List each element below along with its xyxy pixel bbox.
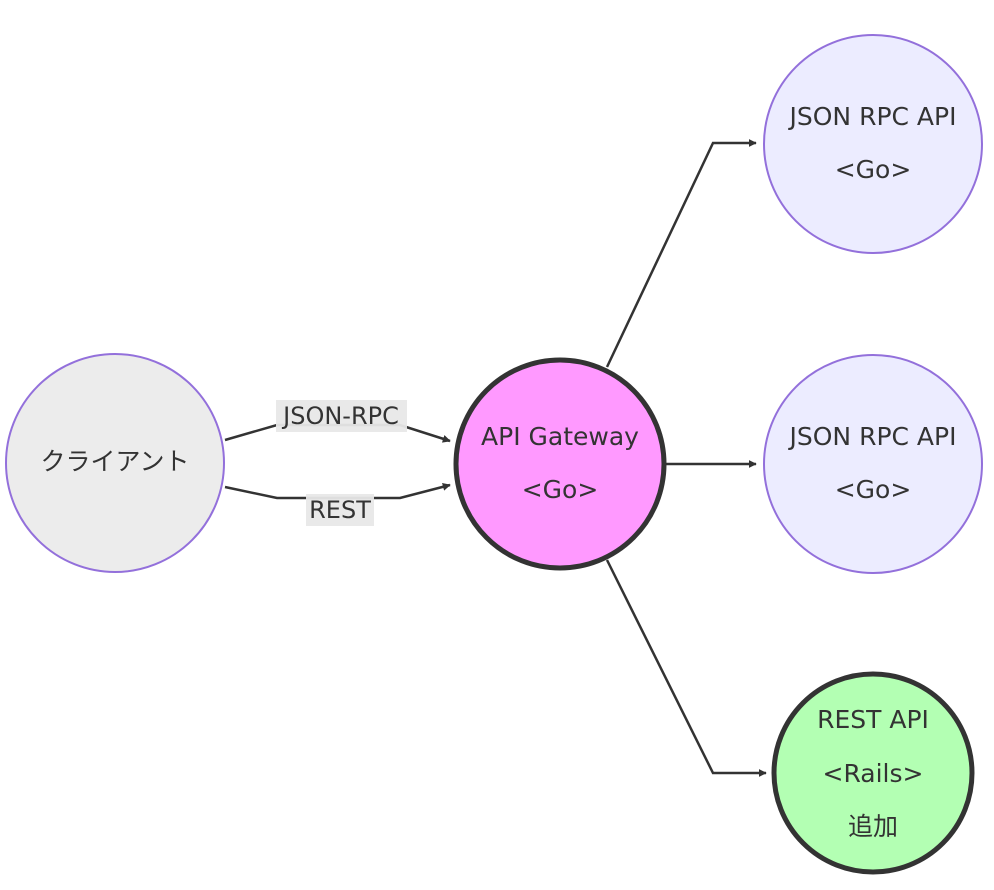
node-json-rpc-api-1-circle [763, 34, 983, 254]
edge-label-jsonrpc: JSON-RPC [276, 400, 407, 432]
node-api-gateway: API Gateway <Go> [453, 357, 667, 571]
node-rest-api-note: 追加 [848, 812, 898, 841]
edge-gateway-rest [605, 559, 767, 777]
node-api-gateway-circle [453, 357, 667, 571]
edge-gateway-jsonrpc1 [605, 139, 757, 368]
node-json-rpc-api-2-title: JSON RPC API [788, 422, 957, 451]
node-json-rpc-api-1: JSON RPC API <Go> [763, 34, 983, 254]
node-rest-api-tech: <Rails> [823, 759, 924, 788]
node-api-gateway-title: API Gateway [481, 422, 639, 451]
node-client: クライアント [5, 353, 225, 573]
node-rest-api-title: REST API [817, 705, 929, 734]
node-json-rpc-api-2-tech: <Go> [835, 475, 912, 504]
node-json-rpc-api-1-title: JSON RPC API [788, 102, 957, 131]
node-json-rpc-api-2-circle [763, 354, 983, 574]
node-api-gateway-tech: <Go> [522, 475, 599, 504]
edge-label-rest: REST [306, 494, 374, 526]
node-client-label: クライアント [40, 447, 189, 476]
node-client-circle [5, 353, 225, 573]
node-json-rpc-api-1-tech: <Go> [835, 155, 912, 184]
node-rest-api: REST API <Rails> 追加 [771, 671, 975, 875]
node-rest-api-circle [771, 671, 975, 875]
edge-label-rest-text: REST [309, 496, 371, 524]
edge-label-jsonrpc-text: JSON-RPC [281, 402, 399, 430]
node-json-rpc-api-2: JSON RPC API <Go> [763, 354, 983, 574]
